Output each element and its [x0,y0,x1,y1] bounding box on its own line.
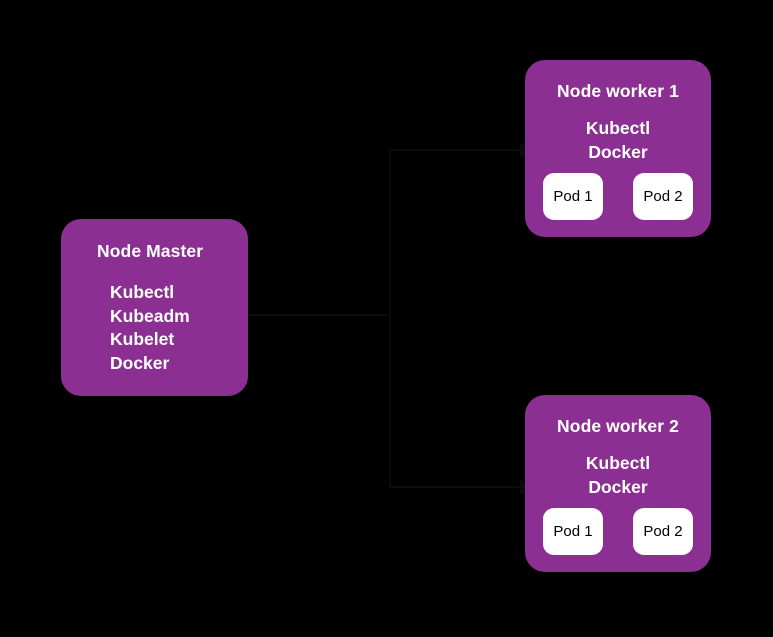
node-worker-1-title: Node worker 1 [557,81,679,101]
node-master-components: Kubectl Kubeadm Kubelet Docker [110,282,190,373]
node-worker-1-components: Kubectl Docker [585,118,651,162]
node-worker-2-components: Kubectl Docker [585,453,651,497]
node-worker-2-title: Node worker 2 [557,416,679,436]
node-worker-1-pod-row: Pod 1 Pod 2 [543,173,693,220]
pod-box[interactable]: Pod 2 [633,508,693,555]
pod-box[interactable]: Pod 1 [543,508,603,555]
pod-box[interactable]: Pod 1 [543,173,603,220]
pod-box[interactable]: Pod 2 [633,173,693,220]
node-master-box[interactable]: Node Master Kubectl Kubeadm Kubelet Dock… [61,219,248,396]
node-worker-1-box[interactable]: Node worker 1 Kubectl Docker Pod 1 Pod 2 [525,60,711,237]
connector-master-to-worker1 [248,149,521,316]
node-worker-2-pod-row: Pod 1 Pod 2 [543,508,693,555]
connector-master-to-worker2 [248,314,521,488]
node-worker-2-box[interactable]: Node worker 2 Kubectl Docker Pod 1 Pod 2 [525,395,711,572]
node-master-title: Node Master [97,241,204,261]
